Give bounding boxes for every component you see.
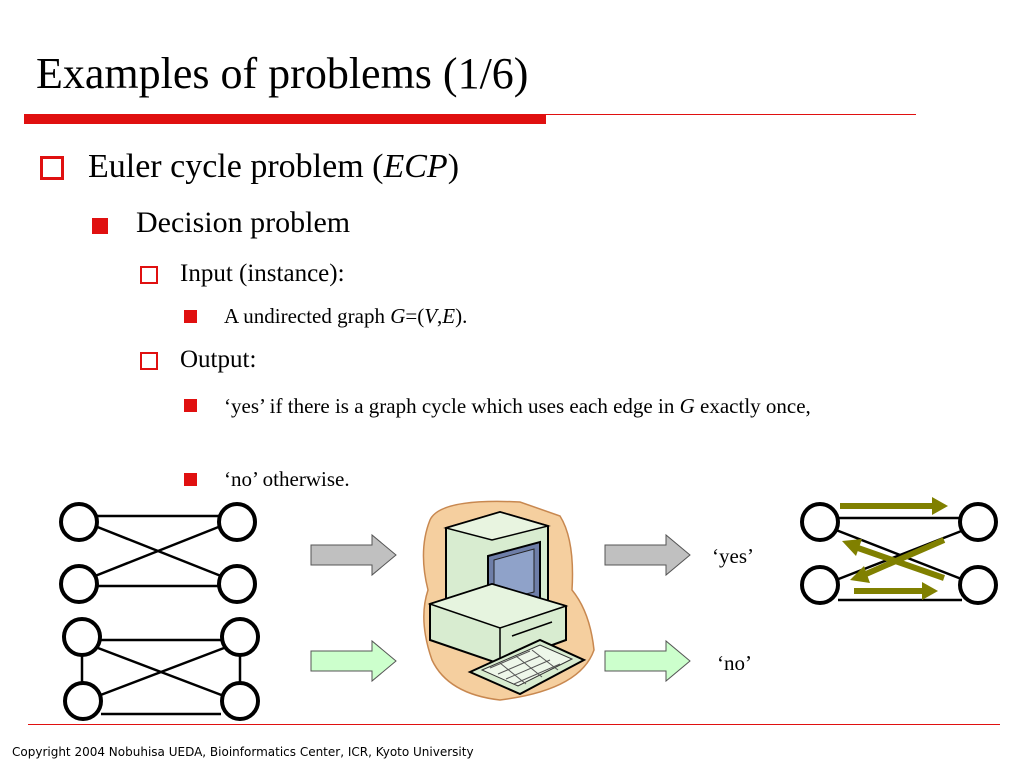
hollow-square-bullet-icon	[140, 266, 158, 284]
graph-vertex	[217, 502, 257, 542]
bullet-text: Input (instance):	[180, 260, 345, 287]
graph-symbol-v: V	[424, 304, 438, 328]
graph-vertex	[958, 502, 998, 542]
graph-vertex	[800, 565, 840, 605]
graph-vertex	[958, 565, 998, 605]
graph-vertex	[63, 681, 103, 721]
solid-square-bullet-icon	[92, 218, 108, 234]
bullet-text: ‘yes’ if there is a graph cycle which us…	[224, 394, 680, 418]
hollow-square-bullet-icon	[140, 352, 158, 370]
graph-a-euler	[59, 502, 257, 604]
slide-title: Examples of problems (1/6)	[36, 49, 529, 98]
bullet-text: Output:	[180, 346, 257, 373]
cycle-arrow	[864, 537, 946, 577]
solid-square-bullet-icon	[184, 310, 197, 323]
equals-paren: =(	[405, 304, 425, 328]
input-arrow-green	[310, 639, 397, 683]
comma: ,	[437, 304, 443, 328]
graph-c-euler-cycle	[800, 502, 998, 605]
ecp-diagram	[59, 497, 998, 721]
graph-symbol-g: G	[390, 304, 406, 328]
graph-vertex	[62, 617, 102, 657]
graph-vertex	[59, 502, 99, 542]
graph-symbol-e: E	[442, 304, 456, 328]
graph-vertex	[59, 564, 99, 604]
graph-b-non-euler	[62, 617, 260, 721]
title-underline	[24, 114, 546, 124]
bullet-text: Decision problem	[136, 206, 351, 239]
output-arrow-gray	[604, 533, 691, 577]
graph-vertex	[217, 564, 257, 604]
input-arrow-gray	[310, 533, 397, 577]
answer-no-label: ‘no’	[717, 651, 752, 675]
cycle-arrow	[857, 545, 945, 581]
graph-edge	[97, 646, 225, 698]
graph-symbol-g: G	[679, 394, 695, 418]
solid-square-bullet-icon	[184, 399, 197, 412]
bullet-text-tail: exactly once,	[694, 394, 811, 418]
close-paren: ).	[455, 304, 468, 328]
bullet-text: Euler cycle problem (	[88, 148, 384, 185]
footer-divider	[28, 724, 1000, 725]
graph-edge	[94, 524, 222, 578]
answer-yes-label: ‘yes’	[712, 544, 754, 568]
footer-copyright: Copyright 2004 Nobuhisa UEDA, Bioinforma…	[12, 745, 474, 759]
hollow-square-bullet-icon	[40, 156, 64, 180]
ecp-abbrev: ECP	[383, 148, 448, 185]
graph-vertex	[220, 681, 260, 721]
solid-square-bullet-icon	[184, 473, 197, 486]
graph-vertex	[220, 617, 260, 657]
euler-cycle-arrows	[840, 497, 948, 600]
title-underline-thin	[546, 114, 916, 115]
bullet-text: ‘no’ otherwise.	[224, 467, 350, 491]
output-arrow-green	[604, 639, 691, 683]
bullet-text: A undirected graph	[224, 304, 391, 328]
graph-vertex	[800, 502, 840, 542]
bullet-text-tail: )	[447, 148, 460, 185]
computer-icon	[422, 500, 595, 701]
